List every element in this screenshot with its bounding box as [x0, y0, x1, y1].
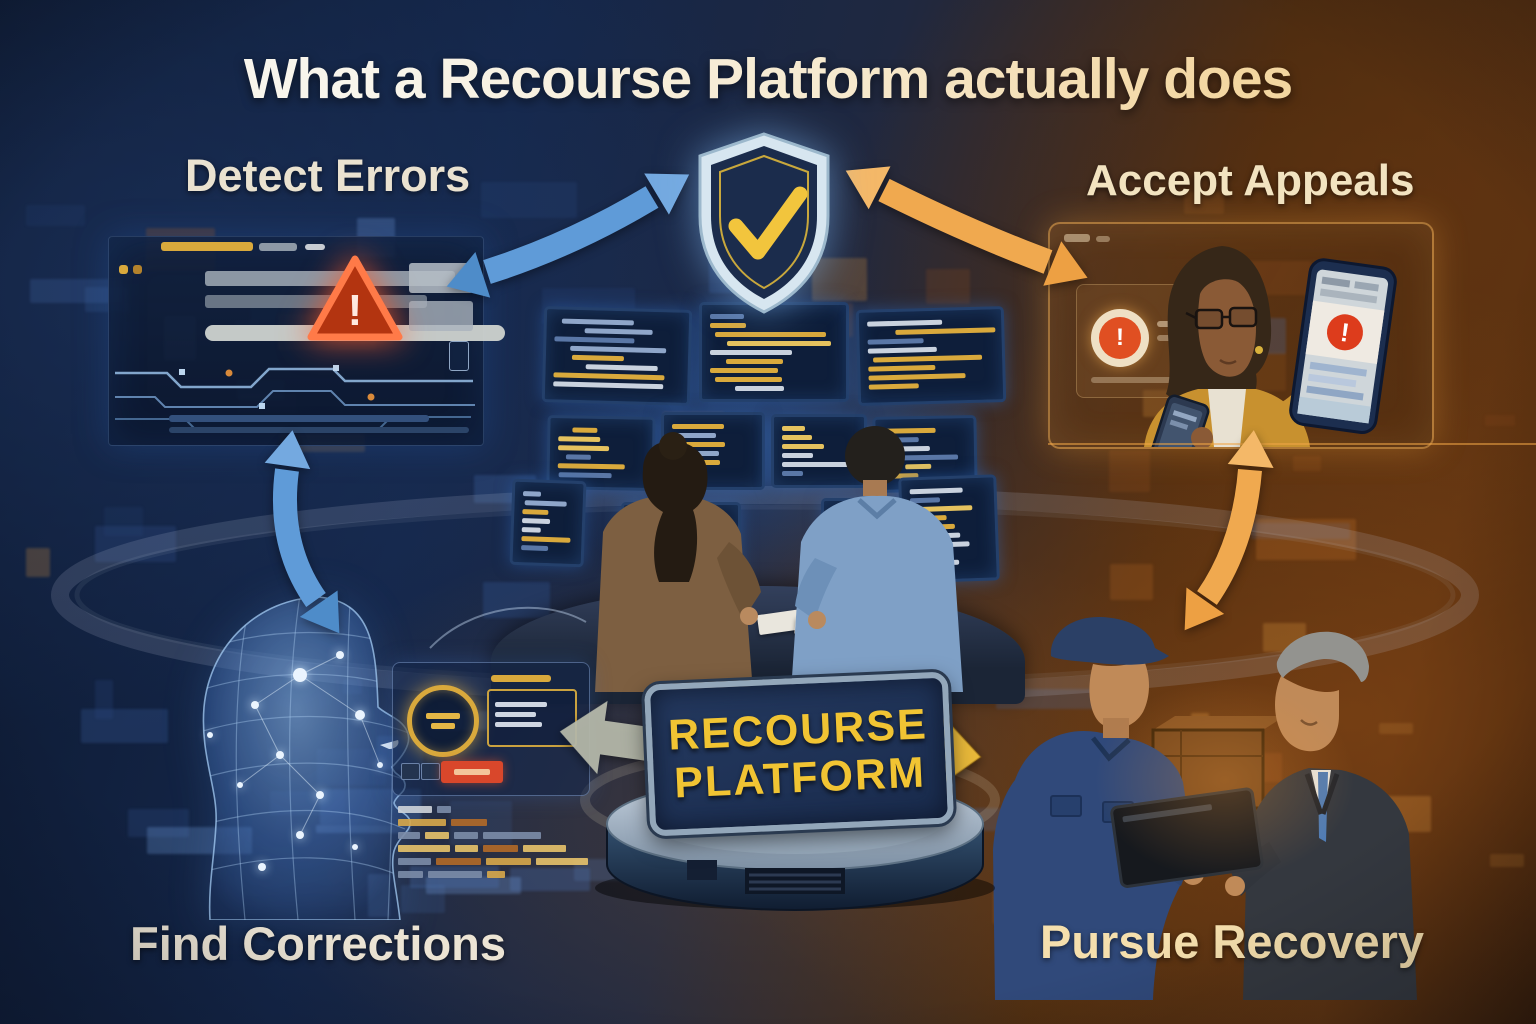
glitch-row: [398, 858, 588, 865]
error-phone-icon: !: [1289, 258, 1397, 435]
glitch-text-bar: [398, 871, 423, 878]
frame-edge-line: [1048, 443, 1536, 445]
button-text-bar: [454, 769, 490, 775]
shield-check-icon: [698, 132, 830, 314]
glitch-row: [398, 806, 588, 813]
appeals-scene: !: [1048, 222, 1434, 449]
platform-sign: RECOURSE PLATFORM: [640, 668, 958, 840]
faint-row: [169, 415, 429, 422]
corrections-panel: [392, 662, 590, 796]
side-card: [409, 301, 473, 331]
dot: [133, 265, 142, 274]
glitch-text-bar: [435, 858, 482, 865]
tool-icon: [421, 763, 440, 780]
tool-icon: [401, 763, 420, 780]
analysts-figures: [595, 426, 963, 692]
appellant-figure: !: [1144, 246, 1397, 447]
sign-line-2: PLATFORM: [673, 748, 927, 808]
glitch-text-bar: [437, 806, 451, 813]
label-pursue-recovery: Pursue Recovery: [1040, 915, 1425, 968]
glitch-text-bar: [398, 845, 450, 852]
glitch-text-bar: [398, 819, 447, 826]
glitch-text-bar: [523, 845, 567, 852]
glitch-text-bar: [451, 819, 487, 826]
glitch-text-bar: [398, 806, 433, 813]
detail-box: [487, 689, 577, 747]
warning-triangle-icon: !: [307, 255, 403, 341]
detail-line: [495, 702, 547, 707]
glitch-text-bar: [483, 845, 519, 852]
label-detect-errors: Detect Errors: [185, 150, 471, 201]
gold-ring-badge-icon: [407, 685, 479, 757]
label-accept-appeals: Accept Appeals: [1086, 156, 1415, 205]
glitch-text-bar: [536, 858, 588, 865]
control-room-scene: [491, 280, 1025, 704]
glitch-text-bar: [427, 871, 483, 878]
badge-text-bar: [431, 723, 455, 729]
detail-line: [495, 722, 543, 727]
detail-line: [495, 712, 536, 717]
action-button: [441, 761, 503, 783]
error-dashboard-panel: !: [108, 236, 505, 446]
glitch-text-bar: [482, 832, 541, 839]
label-find-corrections: Find Corrections: [130, 917, 507, 970]
dot: [119, 265, 128, 274]
glitch-text-bar: [486, 858, 532, 865]
glitch-text-bar: [487, 871, 506, 878]
page-title: What a Recourse Platform actually does: [243, 47, 1293, 111]
glitch-text-bar: [398, 832, 420, 839]
glitch-text-bar: [453, 832, 478, 839]
glitch-text-bar: [398, 858, 431, 865]
shield-emblem: [688, 130, 840, 316]
analyst-woman: [595, 432, 761, 692]
glitch-row: [398, 832, 588, 839]
progress-bar: [161, 242, 253, 251]
analyst-man: [791, 426, 963, 692]
glitch-text-bar: [424, 832, 449, 839]
tiny-label-bar: [305, 244, 325, 250]
glitch-text-bar: [454, 845, 478, 852]
warning-exclamation: !: [348, 286, 363, 335]
glitch-row: [398, 845, 588, 852]
glitch-row: [398, 871, 588, 878]
panel-title-bar: [491, 675, 551, 682]
progress-bar-gray: [259, 243, 297, 251]
glitch-text-block: [398, 800, 588, 884]
platform-pedestal: RECOURSE PLATFORM: [595, 668, 995, 912]
glitch-row: [398, 819, 588, 826]
side-card: [409, 263, 473, 293]
faint-row: [169, 427, 469, 433]
badge-text-bar: [426, 713, 460, 719]
